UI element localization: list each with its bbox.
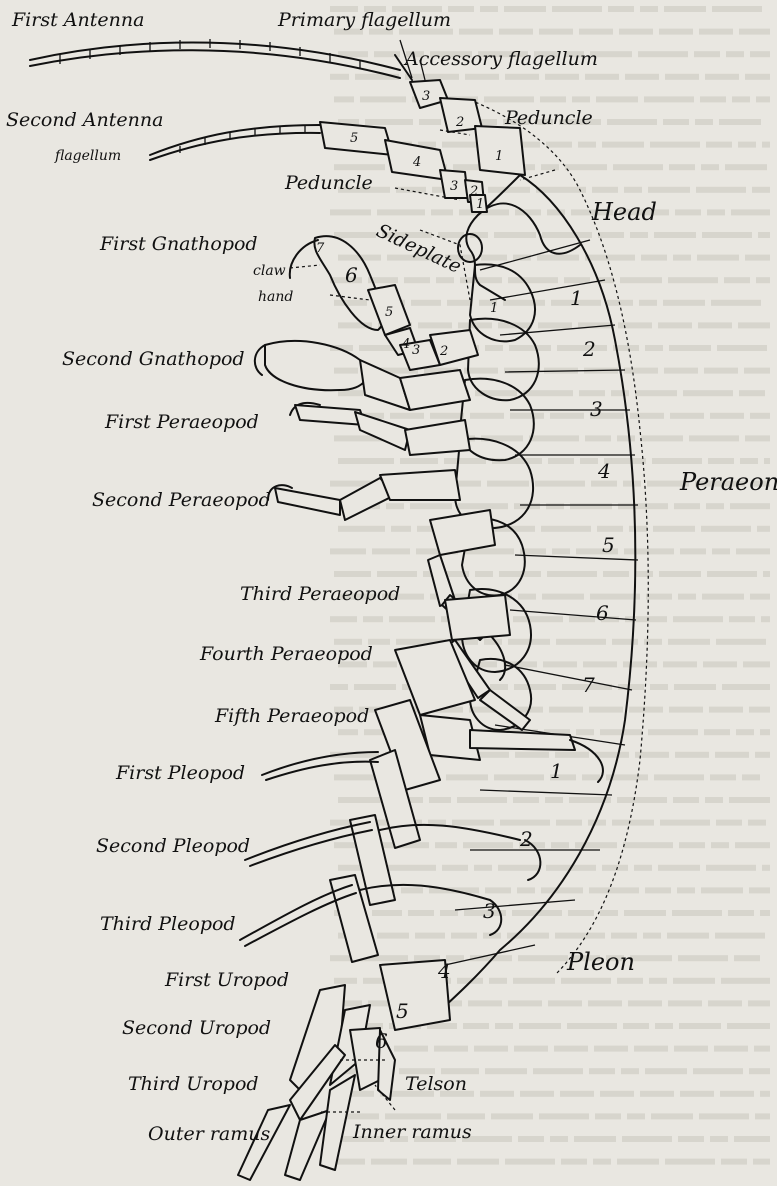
label-fourth-peraeopod: Fourth Peraeopod — [199, 643, 373, 665]
label-telson: Telson — [405, 1073, 467, 1095]
pleopods — [240, 750, 540, 962]
a2-seg-3: 3 — [450, 179, 458, 194]
label-second-uropod: Second Uropod — [122, 1017, 271, 1039]
second-peraeopod — [268, 470, 460, 520]
label-second-antenna: Second Antenna — [6, 109, 163, 131]
label-first-peraeopod: First Peraeopod — [104, 411, 259, 433]
peraeon-seg-3: 3 — [590, 397, 603, 421]
a1-seg-2: 2 — [455, 115, 464, 130]
label-peduncle-upper: Peduncle — [504, 107, 593, 129]
label-hand: hand — [258, 289, 293, 305]
a2-seg-4: 4 — [412, 155, 421, 170]
peraeon-seg-5: 5 — [602, 533, 615, 557]
urosome-seg-5: 5 — [396, 999, 409, 1023]
peraeon-seg-7: 7 — [582, 673, 595, 697]
g1-seg-5: 5 — [385, 305, 393, 320]
label-outer-ramus: Outer ramus — [148, 1123, 270, 1145]
label-second-peraeopod: Second Peraeopod — [92, 489, 271, 511]
pleon-seg-1: 1 — [550, 759, 563, 783]
a1-seg-1: 1 — [495, 149, 503, 164]
first-peraeopod — [290, 403, 470, 455]
label-head: Head — [591, 198, 657, 226]
label-peduncle-lower: Peduncle — [284, 172, 373, 194]
urosome-seg-6: 6 — [375, 1029, 388, 1053]
label-first-gnathopod: First Gnathopod — [99, 233, 258, 255]
label-accessory-flagellum: Accessory flagellum — [403, 48, 598, 70]
g1-seg-3: 3 — [412, 343, 420, 358]
a1-seg-3: 3 — [422, 89, 430, 104]
label-third-pleopod: Third Pleopod — [100, 913, 236, 935]
peraeon-seg-2: 2 — [582, 337, 596, 361]
g1-seg-4: 4 — [401, 337, 410, 352]
label-second-gnathopod: Second Gnathopod — [62, 348, 245, 370]
label-first-antenna: First Antenna — [11, 9, 144, 31]
fifth-peraeopod — [375, 640, 603, 790]
label-sideplate: Sideplate — [373, 220, 465, 278]
label-peraeon: Peraeon — [679, 468, 777, 496]
a2-seg-1: 1 — [476, 197, 484, 212]
a2-seg-5: 5 — [350, 131, 358, 146]
g1-seg-7: 7 — [316, 241, 325, 256]
label-second-pleopod: Second Pleopod — [96, 835, 250, 857]
leader-lines — [290, 40, 555, 1112]
g1-seg-2: 2 — [439, 344, 448, 359]
label-inner-ramus: Inner ramus — [352, 1121, 472, 1143]
label-first-uropod: First Uropod — [164, 969, 289, 991]
label-pleon: Pleon — [566, 948, 635, 976]
peraeon-seg-1: 1 — [570, 286, 583, 310]
urosome-seg-4: 4 — [437, 959, 451, 983]
peraeon-seg-4: 4 — [597, 459, 611, 483]
label-claw: claw — [253, 263, 286, 279]
label-primary-flagellum: Primary flagellum — [277, 9, 451, 31]
g1-seg-6: 6 — [345, 263, 358, 287]
pleon-seg-2: 2 — [519, 827, 533, 851]
label-third-uropod: Third Uropod — [128, 1073, 259, 1095]
peraeon-seg-6: 6 — [596, 601, 609, 625]
second-antenna — [150, 122, 487, 212]
g1-seg-1: 1 — [490, 301, 498, 316]
label-fifth-peraeopod: Fifth Peraeopod — [214, 705, 369, 727]
pleon-seg-3: 3 — [483, 899, 496, 923]
uropods — [238, 960, 450, 1180]
label-third-peraeopod: Third Peraeopod — [240, 583, 400, 605]
label-first-pleopod: First Pleopod — [115, 762, 245, 784]
label-flagellum: flagellum — [54, 148, 121, 164]
